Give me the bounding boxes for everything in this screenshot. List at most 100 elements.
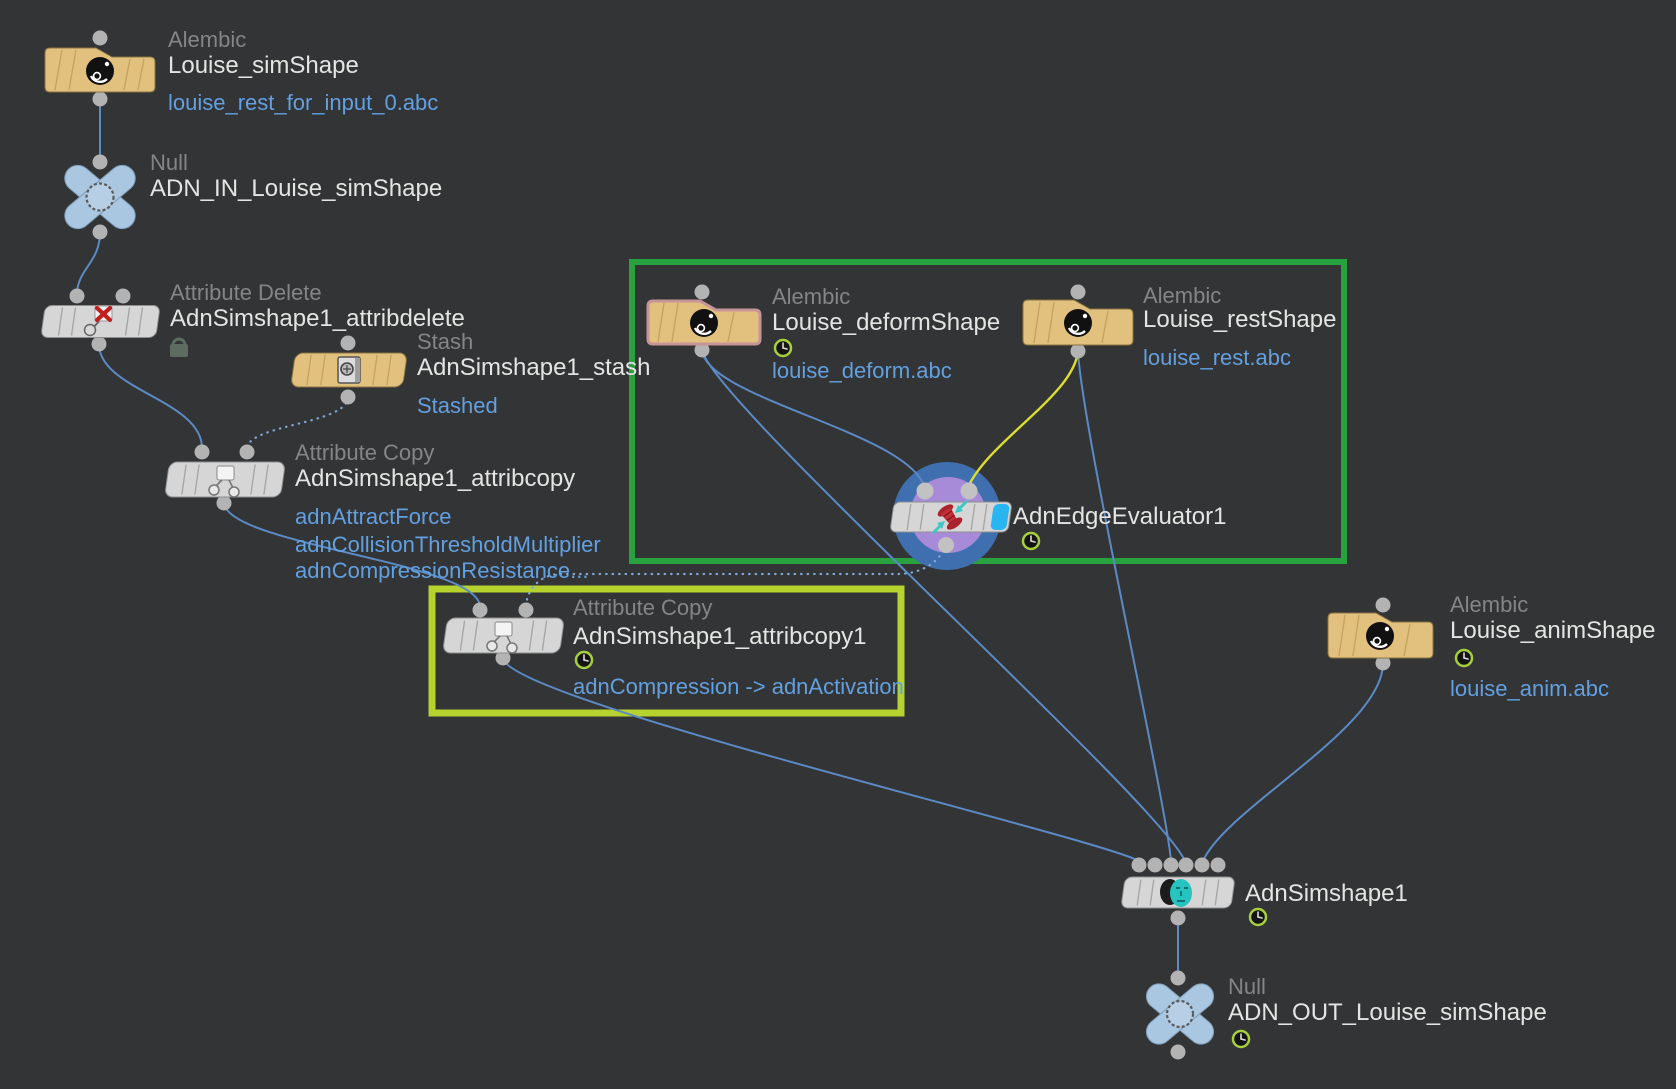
clock-badge-icon (1454, 648, 1474, 668)
node-stash[interactable]: Stash AdnSimshape1_stash Stashed (291, 329, 651, 418)
output-port[interactable] (694, 342, 710, 358)
input-port-1[interactable] (194, 444, 210, 460)
wire-stash-to-attribcopy-dotted[interactable] (245, 395, 350, 450)
null-icon[interactable] (1141, 979, 1218, 1050)
node-streak (372, 355, 378, 385)
lock-icon (170, 337, 188, 357)
node-louise-restshape[interactable]: Alembic Louise_restShape louise_rest.abc (1022, 283, 1336, 370)
node-streak (1136, 879, 1142, 906)
clock-badge-icon (1021, 531, 1041, 551)
node-name: AdnEdgeEvaluator1 (1013, 503, 1227, 530)
node-adnsimshape1[interactable]: AdnSimshape1 (1121, 857, 1408, 927)
node-louise-animshape[interactable]: Alembic Louise_animShape louise_anim.abc (1327, 592, 1656, 701)
node-streak (320, 355, 326, 385)
node-attribdelete[interactable]: Attribute Delete AdnSimshape1_attribdele… (41, 280, 465, 357)
wire-attribcopy-to-attribcopy1[interactable] (223, 502, 481, 607)
input-port[interactable] (1170, 970, 1186, 986)
node-adn-in[interactable]: Null ADN_IN_Louise_simShape (59, 150, 442, 240)
input-port-5[interactable] (1194, 857, 1210, 873)
output-port[interactable] (216, 495, 232, 511)
node-attribcopy1[interactable]: Attribute Copy AdnSimshape1_attribcopy1 … (443, 595, 904, 699)
display-flag[interactable] (990, 504, 1010, 530)
wire-deform-to-simshape1[interactable] (701, 349, 1186, 862)
wire-evaluator-to-attribcopy1-dotted[interactable] (524, 543, 948, 608)
network-box-green[interactable] (629, 259, 1347, 564)
output-port[interactable] (92, 224, 108, 240)
node-streak (194, 464, 200, 495)
node-louise-simshape[interactable]: Alembic Louise_simShape louise_rest_for_… (44, 27, 438, 115)
input-port[interactable] (340, 335, 356, 351)
input-port[interactable] (92, 30, 108, 46)
input-port-1[interactable] (472, 602, 488, 618)
attr-label-3: adnCompressionResistance... (295, 558, 588, 583)
wire-adnin-to-attribdelete[interactable] (76, 231, 101, 293)
input-port-1[interactable] (1131, 857, 1147, 873)
network-box-chartreuse[interactable] (428, 585, 905, 717)
node-streak (727, 311, 735, 343)
node-comment: louise_rest.abc (1143, 345, 1291, 370)
node-comment: louise_anim.abc (1450, 676, 1609, 701)
node-streak (1047, 301, 1055, 344)
input-port-2[interactable] (115, 288, 131, 304)
alembic-icon (690, 309, 718, 337)
input-port-6[interactable] (1210, 857, 1226, 873)
node-adnedgeevaluator1[interactable]: AdnEdgeEvaluator1 (890, 482, 1227, 554)
output-port[interactable] (1170, 1044, 1186, 1060)
wire-attribcopy1-to-simshape1[interactable] (502, 657, 1140, 862)
input-port-2[interactable] (239, 444, 255, 460)
node-streak (124, 307, 131, 336)
node-streak (181, 464, 187, 495)
input-port-2[interactable] (960, 482, 978, 500)
attr-label-1: adnAttractForce (295, 504, 452, 529)
input-port-3[interactable] (1163, 857, 1179, 873)
output-port[interactable] (92, 91, 108, 107)
node-streak (1214, 879, 1220, 906)
output-port[interactable] (1375, 655, 1391, 671)
node-adn-out[interactable]: Null ADN_OUT_Louise_simShape (1141, 970, 1547, 1060)
node-streak (263, 464, 269, 495)
alembic-icon (1366, 622, 1394, 650)
output-port[interactable] (340, 389, 356, 405)
wire-rest-to-simshape1[interactable] (1077, 350, 1172, 862)
node-name: AdnSimshape1 (1245, 880, 1408, 907)
node-name: AdnSimshape1_stash (417, 354, 650, 381)
output-port[interactable] (91, 336, 107, 352)
input-port-1[interactable] (916, 482, 934, 500)
input-port-4[interactable] (1178, 857, 1194, 873)
output-port[interactable] (495, 650, 511, 666)
stash-icon (337, 356, 361, 384)
node-streak (68, 49, 77, 91)
node-streak (70, 307, 77, 336)
node-comment: Stashed (417, 393, 498, 418)
input-port-2[interactable] (1147, 857, 1163, 873)
node-attribcopy[interactable]: Attribute Copy AdnSimshape1_attribcopy a… (165, 440, 601, 583)
simshape-faces-icon (1160, 879, 1192, 907)
wire-rest-to-evaluator-yellow[interactable] (966, 350, 1080, 488)
output-port[interactable] (938, 537, 954, 553)
node-type-label: Alembic (772, 284, 850, 309)
input-port[interactable] (1070, 284, 1086, 300)
node-louise-deformshape[interactable]: Alembic Louise_deformShape louise_deform… (646, 284, 1000, 383)
node-streak (906, 504, 912, 530)
input-port-2[interactable] (518, 602, 534, 618)
input-port[interactable] (92, 154, 108, 170)
attr-mapping-label: adnCompression -> adnActivation (573, 674, 904, 699)
wire-anim-to-simshape1[interactable] (1202, 662, 1384, 862)
node-comment: louise_deform.abc (772, 358, 952, 383)
attr-label-2: adnCollisionThresholdMultiplier (295, 532, 601, 557)
wire-attribdelete-to-attribcopy[interactable] (98, 343, 203, 449)
clock-badge-icon (1231, 1029, 1251, 1049)
output-port[interactable] (1170, 910, 1186, 926)
input-port[interactable] (694, 284, 710, 300)
node-streak (1101, 310, 1109, 344)
input-port[interactable] (1375, 597, 1391, 613)
alembic-icon (1064, 309, 1092, 337)
null-icon[interactable] (59, 160, 140, 234)
input-port-1[interactable] (69, 288, 85, 304)
node-streak (137, 58, 145, 91)
output-port[interactable] (1070, 343, 1086, 359)
clock-badge-icon (773, 338, 793, 358)
